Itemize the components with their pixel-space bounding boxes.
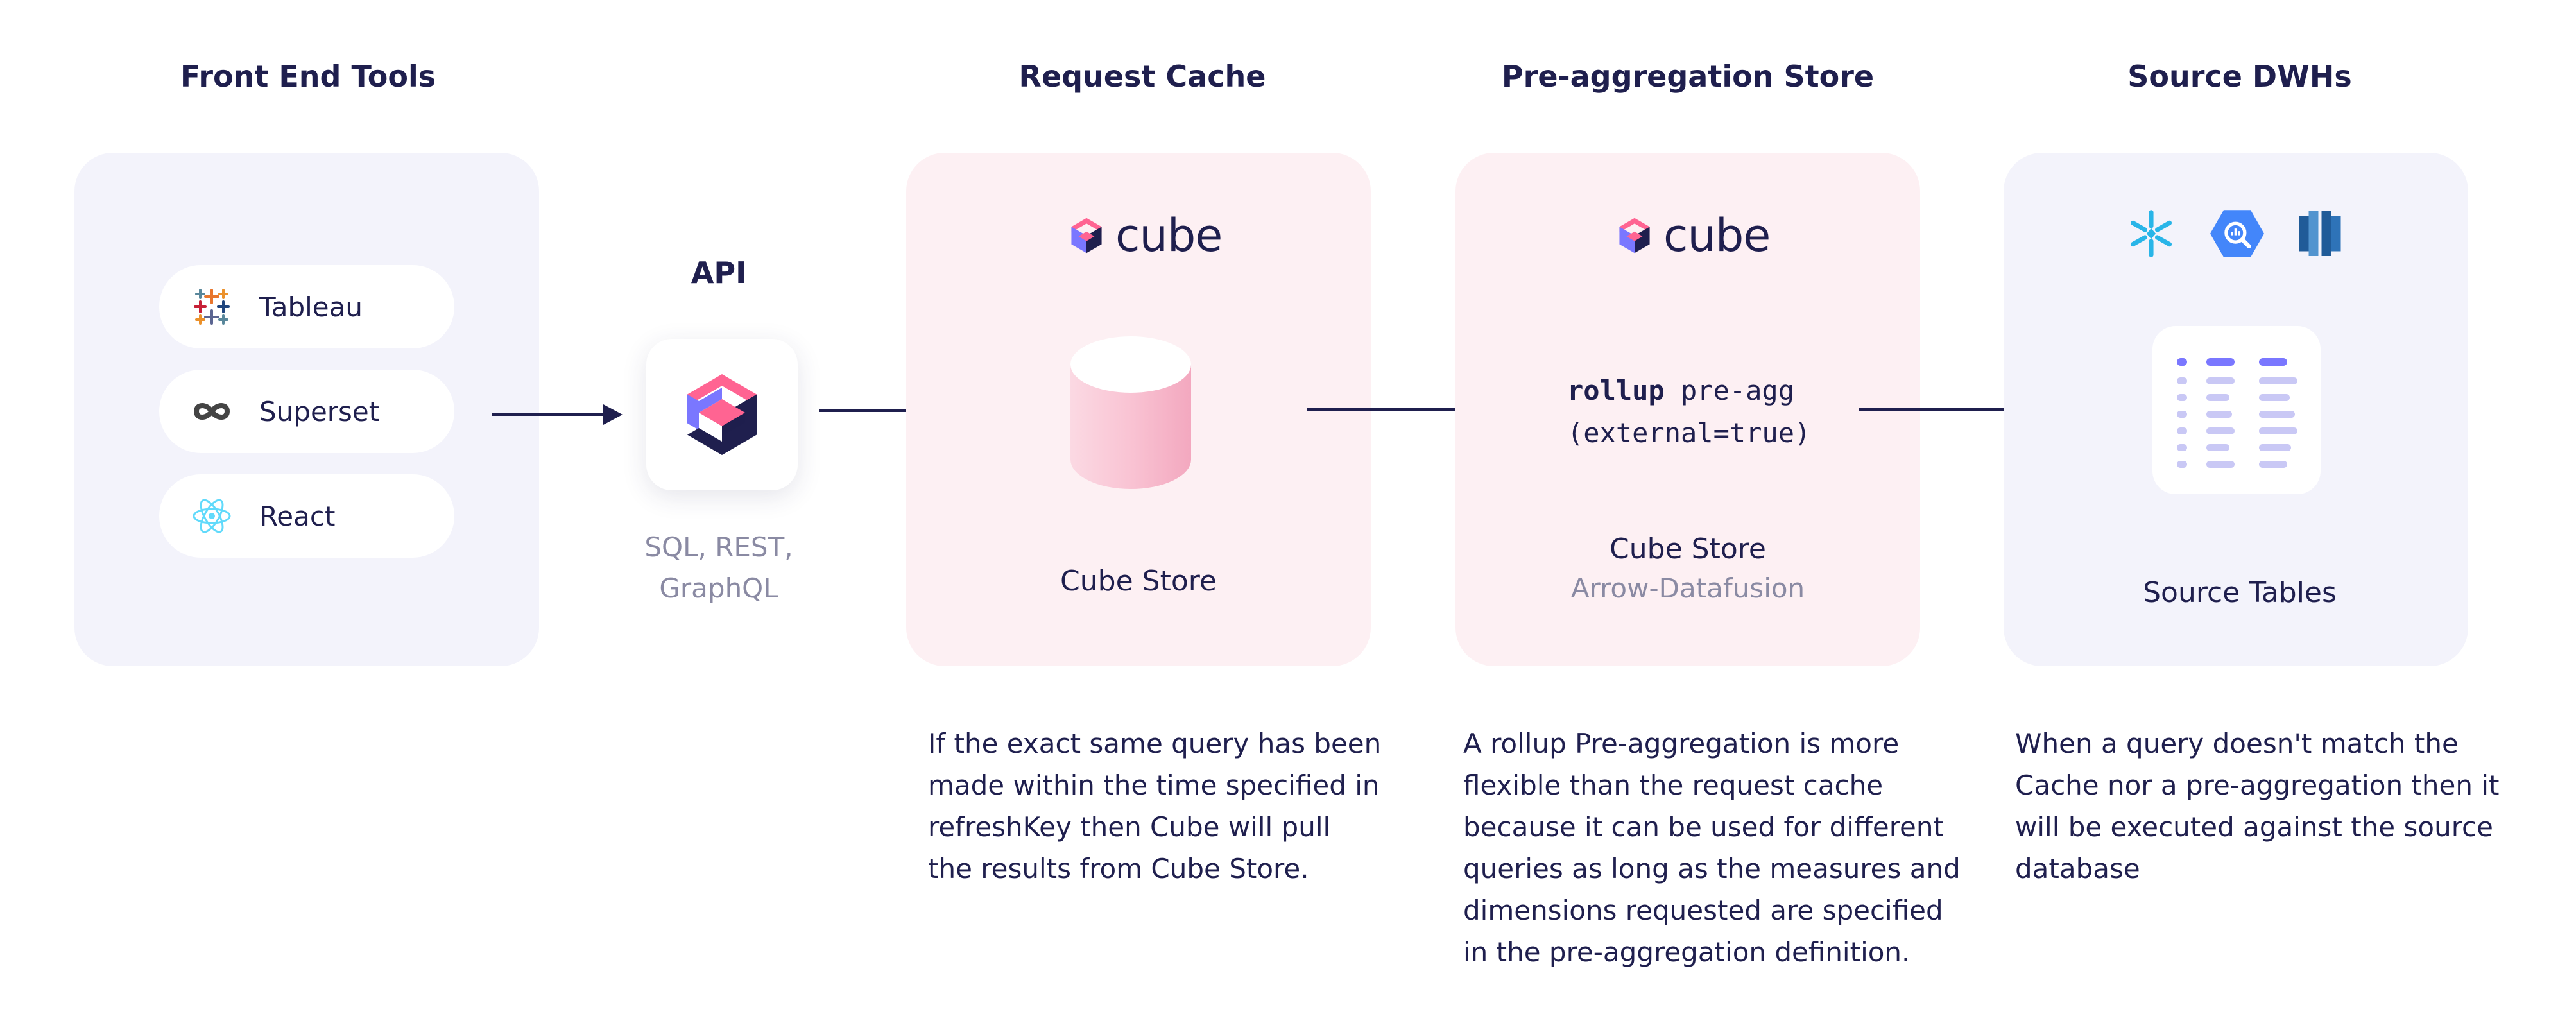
cube-brand-preagg: cube [1615,209,1771,262]
code-rest: pre-agg [1664,375,1795,406]
preagg-store-label: Cube Store [1610,533,1766,565]
brand-text: cube [1115,209,1223,262]
column-title-preagg-store: Pre-aggregation Store [1501,59,1875,94]
snowflake-icon [2130,210,2172,257]
tool-pill-superset[interactable]: Superset [159,370,454,453]
description-line: the results from Cube Store. [928,853,1309,884]
preagg-store-panel [1455,153,1920,666]
table-grid-icon [2177,358,2297,468]
request-cache-description: If the exact same query has been made wi… [928,723,1381,890]
cube-brand-request-cache: cube [1067,209,1223,262]
description-line: queries as long as the measures and [1463,853,1961,884]
tool-label: React [259,500,336,532]
column-title-request-cache: Request Cache [1018,59,1266,94]
description-line: will be executed against the source [2015,811,2493,843]
column-title-source-dwhs: Source DWHs [2127,59,2352,94]
api-protocols-line2: GraphQL [659,572,778,604]
preagg-engine-label: Arrow-Datafusion [1570,572,1805,604]
superset-icon [194,403,230,420]
cube-logo-icon [687,374,757,455]
tool-label: Superset [259,395,380,427]
code-line2: (external=true) [1567,417,1811,449]
description-line: A rollup Pre-aggregation is more [1463,728,1900,759]
description-line: flexible than the request cache [1463,769,1884,801]
source-tables-label: Source Tables [2143,576,2337,609]
description-line: because it can be used for different [1463,811,1944,843]
description-line: made within the time specified in [928,769,1380,801]
column-title-front-end-tools: Front End Tools [180,59,436,94]
tableau-icon [194,289,230,325]
arrow-tools-to-api [492,404,623,425]
request-cache-store-label: Cube Store [1060,565,1217,597]
api-cube-card [646,339,798,490]
code-keyword: rollup [1567,375,1665,406]
redshift-icon [2299,211,2341,256]
brand-text: cube [1663,209,1771,262]
description-line: database [2015,853,2140,884]
api-title: API [691,255,747,290]
source-description: When a query doesn't match the Cache nor… [2015,723,2499,890]
cube-logo-icon [1071,218,1102,254]
description-line: refreshKey then Cube will pull [928,811,1331,843]
description-line: Cache nor a pre-aggregation then it [2015,769,2500,801]
cube-logo-icon [1619,218,1650,254]
preagg-description: A rollup Pre-aggregation is more flexibl… [1463,723,1961,973]
description-line: When a query doesn't match the [2015,728,2459,759]
description-line: in the pre-aggregation definition. [1463,936,1911,968]
cube-store-database-icon [1070,336,1191,489]
tool-pill-tableau[interactable]: Tableau [159,265,454,348]
bigquery-icon [2210,210,2264,257]
react-icon [193,499,231,533]
tool-label: Tableau [259,291,363,323]
api-protocols-line1: SQL, REST, [644,531,793,563]
preagg-code: rollup pre-agg (external=true) [1567,370,1810,454]
tool-pill-react[interactable]: React [159,474,454,558]
source-tables-card [2152,326,2321,494]
description-line: dimensions requested are specified [1463,895,1943,926]
description-line: If the exact same query has been [928,728,1382,759]
